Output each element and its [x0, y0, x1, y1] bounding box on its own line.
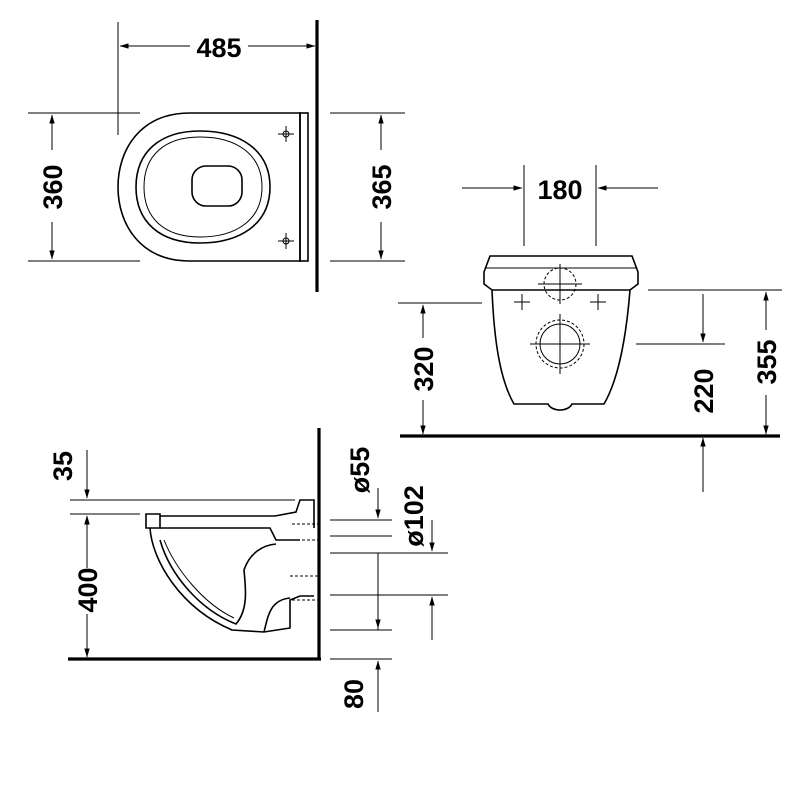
dim-220-label: 220: [689, 368, 719, 413]
top-view-drain-opening: [191, 165, 243, 207]
side-view-seat-rim: [145, 513, 161, 529]
dim-55-label: ø55: [345, 447, 375, 494]
dim-320-label: 320: [409, 346, 439, 391]
front-view-bowl-body: [491, 289, 631, 411]
dim-485-label: 485: [196, 33, 241, 63]
dim-80-label: 80: [339, 679, 369, 709]
front-view: 180 320 220 355: [398, 165, 782, 492]
top-view-fixing-cross-top: [278, 126, 294, 142]
front-view-bowl-rim: [483, 255, 639, 291]
top-view-inner-bowl: [135, 130, 271, 244]
dim-102-label: ø102: [399, 485, 429, 547]
side-view-inner-bowl: [159, 539, 277, 625]
dim-400-label: 400: [73, 567, 103, 612]
front-view-fixing-cross-left: [514, 294, 530, 310]
top-view-bowl-outline: [117, 112, 301, 262]
dim-355-label: 355: [752, 339, 782, 384]
side-view: 35 400 ø55 ø102 80: [48, 428, 448, 712]
front-view-fixing-cross-right: [590, 294, 606, 310]
top-view-fixing-cross-bottom: [278, 233, 294, 249]
top-view: 485 360 365: [28, 20, 405, 292]
side-view-outlet: [290, 575, 319, 601]
side-view-inlet: [292, 523, 319, 541]
dim-180-label: 180: [537, 175, 582, 205]
dim-365-label: 365: [367, 164, 397, 209]
dim-360-label: 360: [38, 164, 68, 209]
top-view-mounting-plate: [299, 112, 309, 262]
side-view-bowl-shell: [149, 527, 314, 633]
dim-35-label: 35: [48, 451, 78, 481]
